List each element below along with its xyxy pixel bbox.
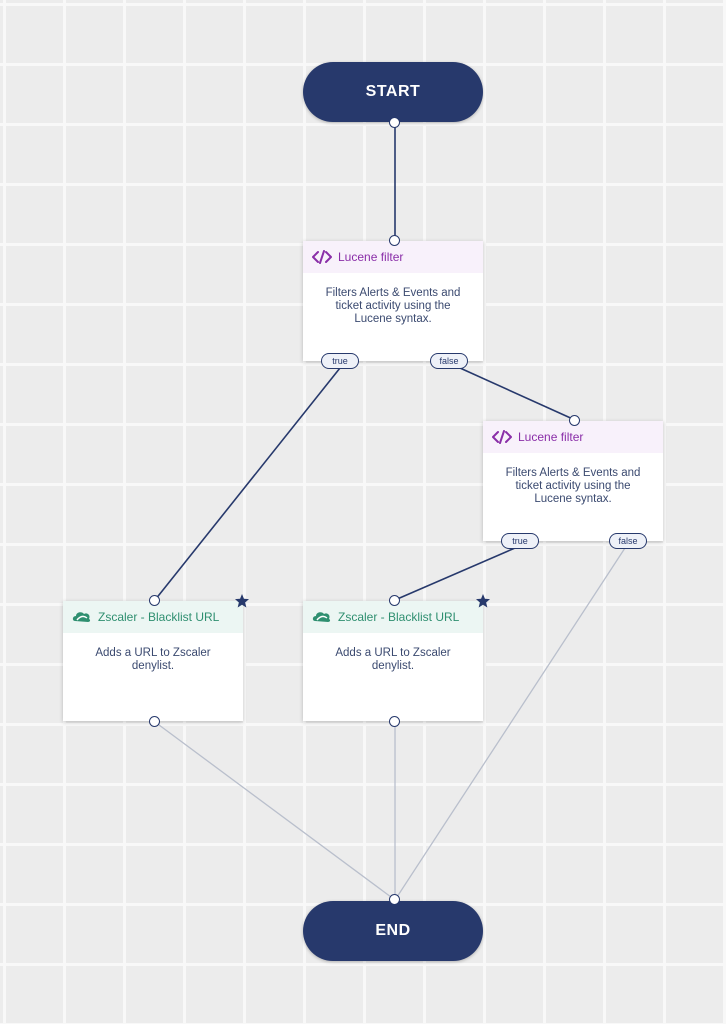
connector-filter2-false — [394, 547, 626, 901]
node-header: Lucene filter — [303, 241, 483, 273]
zscaler-cloud-icon — [312, 610, 332, 624]
connector-filter2-true — [394, 547, 516, 601]
end-label: END — [375, 922, 411, 939]
output-port[interactable] — [389, 117, 400, 128]
true-branch-tag[interactable]: true — [501, 533, 539, 549]
connector-filter1-false — [459, 367, 576, 421]
node-header: Zscaler - Blacklist URL — [303, 601, 483, 633]
star-icon[interactable] — [234, 593, 250, 609]
code-icon — [312, 250, 332, 264]
start-node[interactable]: START — [303, 62, 483, 122]
node-title: Lucene filter — [338, 250, 404, 264]
input-port[interactable] — [149, 595, 160, 606]
input-port[interactable] — [389, 595, 400, 606]
node-header: Lucene filter — [483, 421, 663, 453]
connector-zscaler1-end — [154, 721, 396, 901]
node-description: Filters Alerts & Events and ticket activ… — [325, 287, 461, 325]
input-port[interactable] — [389, 894, 400, 905]
node-title: Zscaler - Blacklist URL — [338, 610, 460, 624]
node-description: Adds a URL to Zscaler denylist. — [95, 647, 211, 672]
start-label: START — [365, 83, 421, 100]
lucene-filter-node-1[interactable]: Lucene filter Filters Alerts & Events an… — [303, 241, 483, 361]
code-icon — [492, 430, 512, 444]
true-branch-tag[interactable]: true — [321, 353, 359, 369]
input-port[interactable] — [389, 235, 400, 246]
node-description: Filters Alerts & Events and ticket activ… — [505, 467, 641, 505]
output-port[interactable] — [149, 716, 160, 727]
zscaler-blacklist-node-1[interactable]: Zscaler - Blacklist URL Adds a URL to Zs… — [63, 601, 243, 721]
node-title: Zscaler - Blacklist URL — [98, 610, 220, 624]
false-branch-tag[interactable]: false — [609, 533, 647, 549]
end-node[interactable]: END — [303, 901, 483, 961]
node-title: Lucene filter — [518, 430, 584, 444]
zscaler-cloud-icon — [72, 610, 92, 624]
node-header: Zscaler - Blacklist URL — [63, 601, 243, 633]
input-port[interactable] — [569, 415, 580, 426]
connector-filter1-true — [154, 367, 341, 601]
star-icon[interactable] — [475, 593, 491, 609]
lucene-filter-node-2[interactable]: Lucene filter Filters Alerts & Events an… — [483, 421, 663, 541]
zscaler-blacklist-node-2[interactable]: Zscaler - Blacklist URL Adds a URL to Zs… — [303, 601, 483, 721]
node-description: Adds a URL to Zscaler denylist. — [335, 647, 451, 672]
output-port[interactable] — [389, 716, 400, 727]
false-branch-tag[interactable]: false — [430, 353, 468, 369]
